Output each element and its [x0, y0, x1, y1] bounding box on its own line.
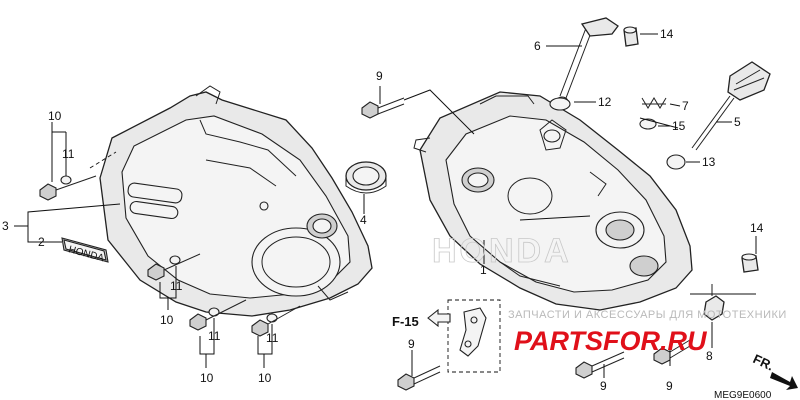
washer-12[interactable]	[549, 97, 571, 111]
watermark-caption: ЗАПЧАСТИ И АКСЕССУАРЫ ДЛЯ МОТОТЕХНИКИ	[508, 309, 787, 321]
callout-6: 6	[534, 39, 541, 53]
left-crankcase-cover[interactable]	[99, 85, 373, 317]
f15-reference-bracket[interactable]	[447, 299, 501, 373]
bolt-9-top[interactable]	[361, 97, 405, 119]
callout-numbers: 1 2 3 4 5 6 7 8 9 9 9 9 10 10 10 10 11 1…	[2, 27, 764, 393]
bracket-8[interactable]	[703, 284, 725, 321]
bolt-9-bottom-right[interactable]	[653, 339, 691, 365]
leader-lines	[14, 33, 757, 378]
right-crankcase-cover[interactable]	[413, 91, 693, 311]
callout-9-bottom-right: 9	[666, 379, 673, 393]
callout-14-right: 14	[750, 221, 764, 235]
callout-10-a: 10	[160, 313, 174, 327]
callout-11-a: 11	[170, 279, 183, 293]
watermark-logo: PARTSFOR.RU	[514, 326, 708, 356]
diagram-code: MEG9E0600	[714, 390, 772, 400]
callout-5: 5	[734, 115, 741, 129]
honda-emblem[interactable]: HONDA	[61, 237, 109, 264]
bolt-9-bottom-mid[interactable]	[575, 351, 625, 379]
callout-1: 1	[480, 263, 487, 277]
callout-7: 7	[682, 99, 689, 113]
front-direction-indicator: FR.	[751, 351, 798, 390]
callout-9-bottom-left: 9	[408, 337, 415, 351]
callout-11-top: 11	[62, 147, 75, 161]
callout-14-top: 14	[660, 27, 674, 41]
callout-11-b: 11	[208, 329, 221, 343]
callout-15: 15	[672, 119, 686, 133]
watermark: HONDA ЗАПЧАСТИ И АКСЕССУАРЫ ДЛЯ МОТОТЕХН…	[432, 232, 787, 356]
bolt-10-c[interactable]	[251, 305, 301, 337]
bolt-10-top[interactable]	[39, 175, 97, 201]
callout-10-top: 10	[48, 109, 62, 123]
callout-11-c: 11	[266, 331, 279, 345]
shift-rod[interactable]	[555, 17, 619, 108]
oil-dipstick[interactable]	[691, 61, 771, 151]
washer-11-top	[60, 175, 72, 185]
callout-10-c: 10	[258, 371, 272, 385]
collar-14-right[interactable]	[741, 253, 759, 273]
bolt-10-a[interactable]	[147, 253, 201, 281]
o-ring-13[interactable]	[666, 154, 686, 170]
reference-arrow-f15[interactable]: F-15	[392, 308, 451, 329]
callout-10-b: 10	[200, 371, 214, 385]
callout-9-top: 9	[376, 69, 383, 83]
bolt-9-bottom-left[interactable]	[397, 365, 441, 391]
collar-14-top[interactable]	[623, 26, 639, 47]
callout-9-bottom-mid: 9	[600, 379, 607, 393]
assembly-guides	[89, 89, 756, 295]
spring[interactable]	[641, 97, 667, 109]
callout-4: 4	[360, 213, 367, 227]
watermark-emblem-text: HONDA	[432, 232, 572, 270]
callout-8: 8	[706, 349, 713, 363]
callout-12: 12	[598, 95, 612, 109]
callout-13: 13	[702, 155, 716, 169]
bolt-10-b[interactable]	[189, 299, 247, 331]
front-arrow-icon	[770, 372, 798, 390]
reference-label: F-15	[392, 314, 419, 329]
direction-label: FR.	[751, 351, 776, 373]
callout-2: 2	[38, 235, 45, 249]
oil-seal[interactable]	[345, 161, 387, 194]
callout-3: 3	[2, 219, 9, 233]
